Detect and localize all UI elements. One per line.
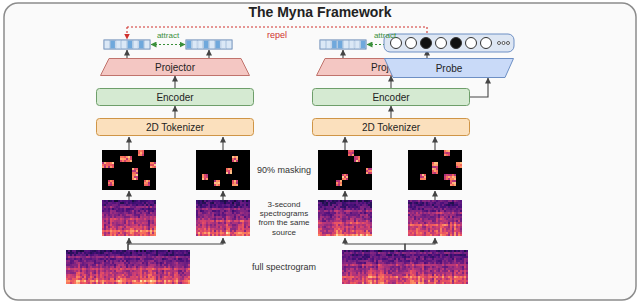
stage: The Myna Framework ProjectorProjectorPro… — [0, 0, 640, 304]
